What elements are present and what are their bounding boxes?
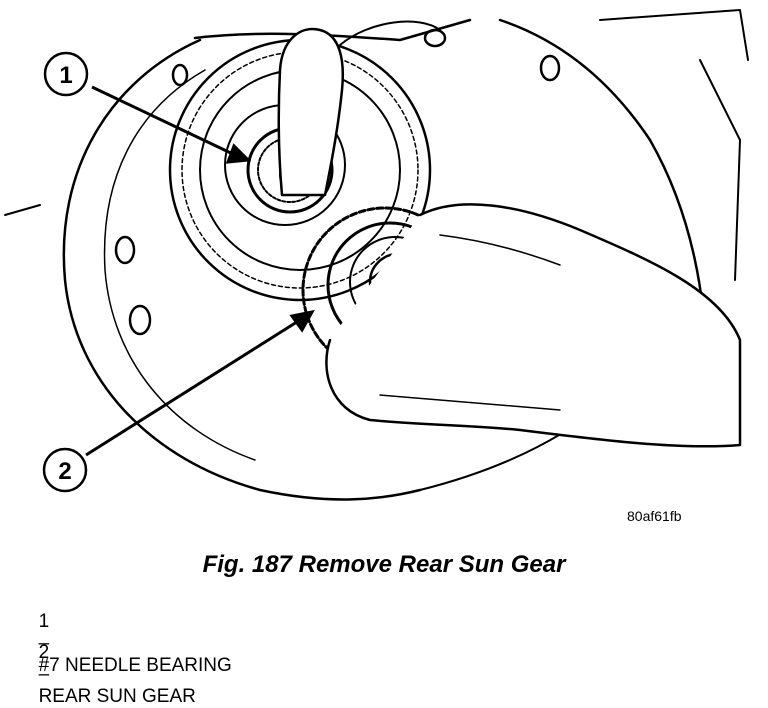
housing-top	[193, 18, 652, 142]
callout-2: 2	[42, 447, 88, 493]
figure-caption: Fig. 187 Remove Rear Sun Gear	[202, 551, 566, 578]
legend-label: REAR SUN GEAR	[38, 686, 196, 707]
legend-item: 2 – REAR SUN GEAR	[28, 620, 196, 708]
transmission-illustration: 1 2	[4, 9, 749, 501]
legend-number: 2	[38, 642, 50, 663]
housing-outline	[62, 38, 422, 501]
hand	[325, 203, 742, 448]
callout-1-number: 1	[59, 62, 72, 89]
legend-dash: –	[38, 664, 50, 685]
housing-inner-edge	[103, 69, 256, 461]
callout-1: 1	[43, 51, 89, 97]
legend-dash: –	[38, 633, 50, 654]
illustration-code: 80af61fb	[627, 508, 682, 524]
legend-number: 1	[38, 611, 50, 632]
finger-top	[277, 27, 344, 197]
callout-2-number: 2	[58, 458, 71, 485]
